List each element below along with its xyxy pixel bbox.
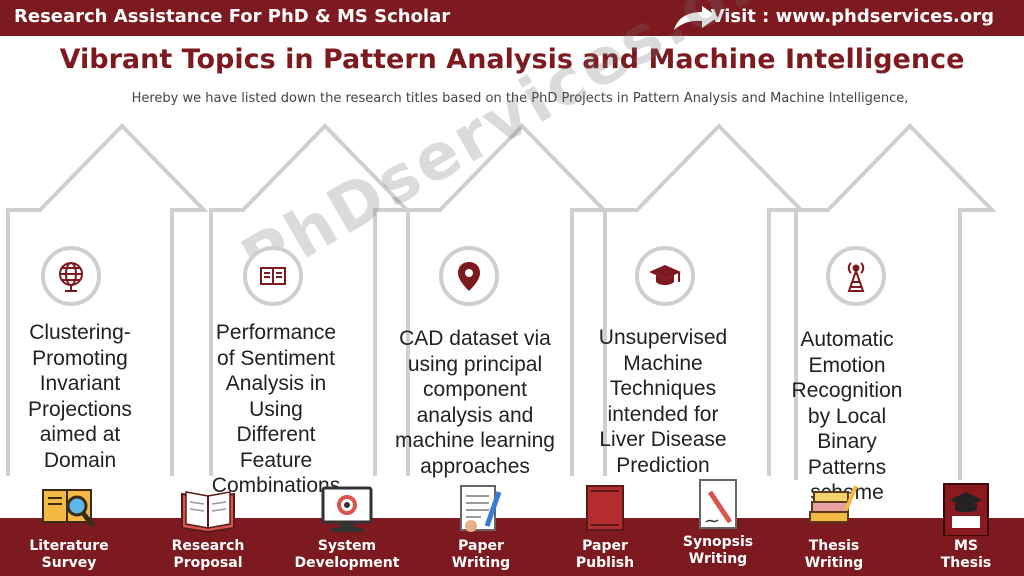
antenna-icon <box>826 246 886 306</box>
book-icon <box>243 246 303 306</box>
brand-text: Research Assistance For PhD & MS Scholar <box>14 6 451 27</box>
page-title: Vibrant Topics in Pattern Analysis and M… <box>59 44 965 75</box>
thesis-writing-icon <box>809 485 858 523</box>
research-proposal-icon <box>181 491 235 534</box>
website-link[interactable]: Visit : www.phdservices.org <box>710 6 994 27</box>
system-development-icon <box>321 486 373 532</box>
page-subtitle: Hereby we have listed down the research … <box>131 91 909 106</box>
header-bar: Research Assistance For PhD & MS Scholar… <box>0 0 1024 36</box>
services-bar <box>0 518 1024 576</box>
location-pin-icon <box>439 246 499 306</box>
ms-thesis-icon <box>943 483 989 536</box>
synopsis-writing-icon <box>699 479 737 529</box>
paper-publish-icon <box>586 485 624 531</box>
visit-arrow-icon <box>674 6 718 30</box>
globe-icon <box>41 246 101 306</box>
paper-writing-icon <box>460 485 502 532</box>
graduation-cap-icon <box>635 246 695 306</box>
arrow-outline <box>209 123 412 476</box>
arrow-outline <box>406 123 609 476</box>
literature-survey-icon <box>42 489 95 528</box>
arrow-outline <box>794 123 997 480</box>
arrow-outline <box>6 123 209 476</box>
arrow-outline <box>603 123 806 476</box>
